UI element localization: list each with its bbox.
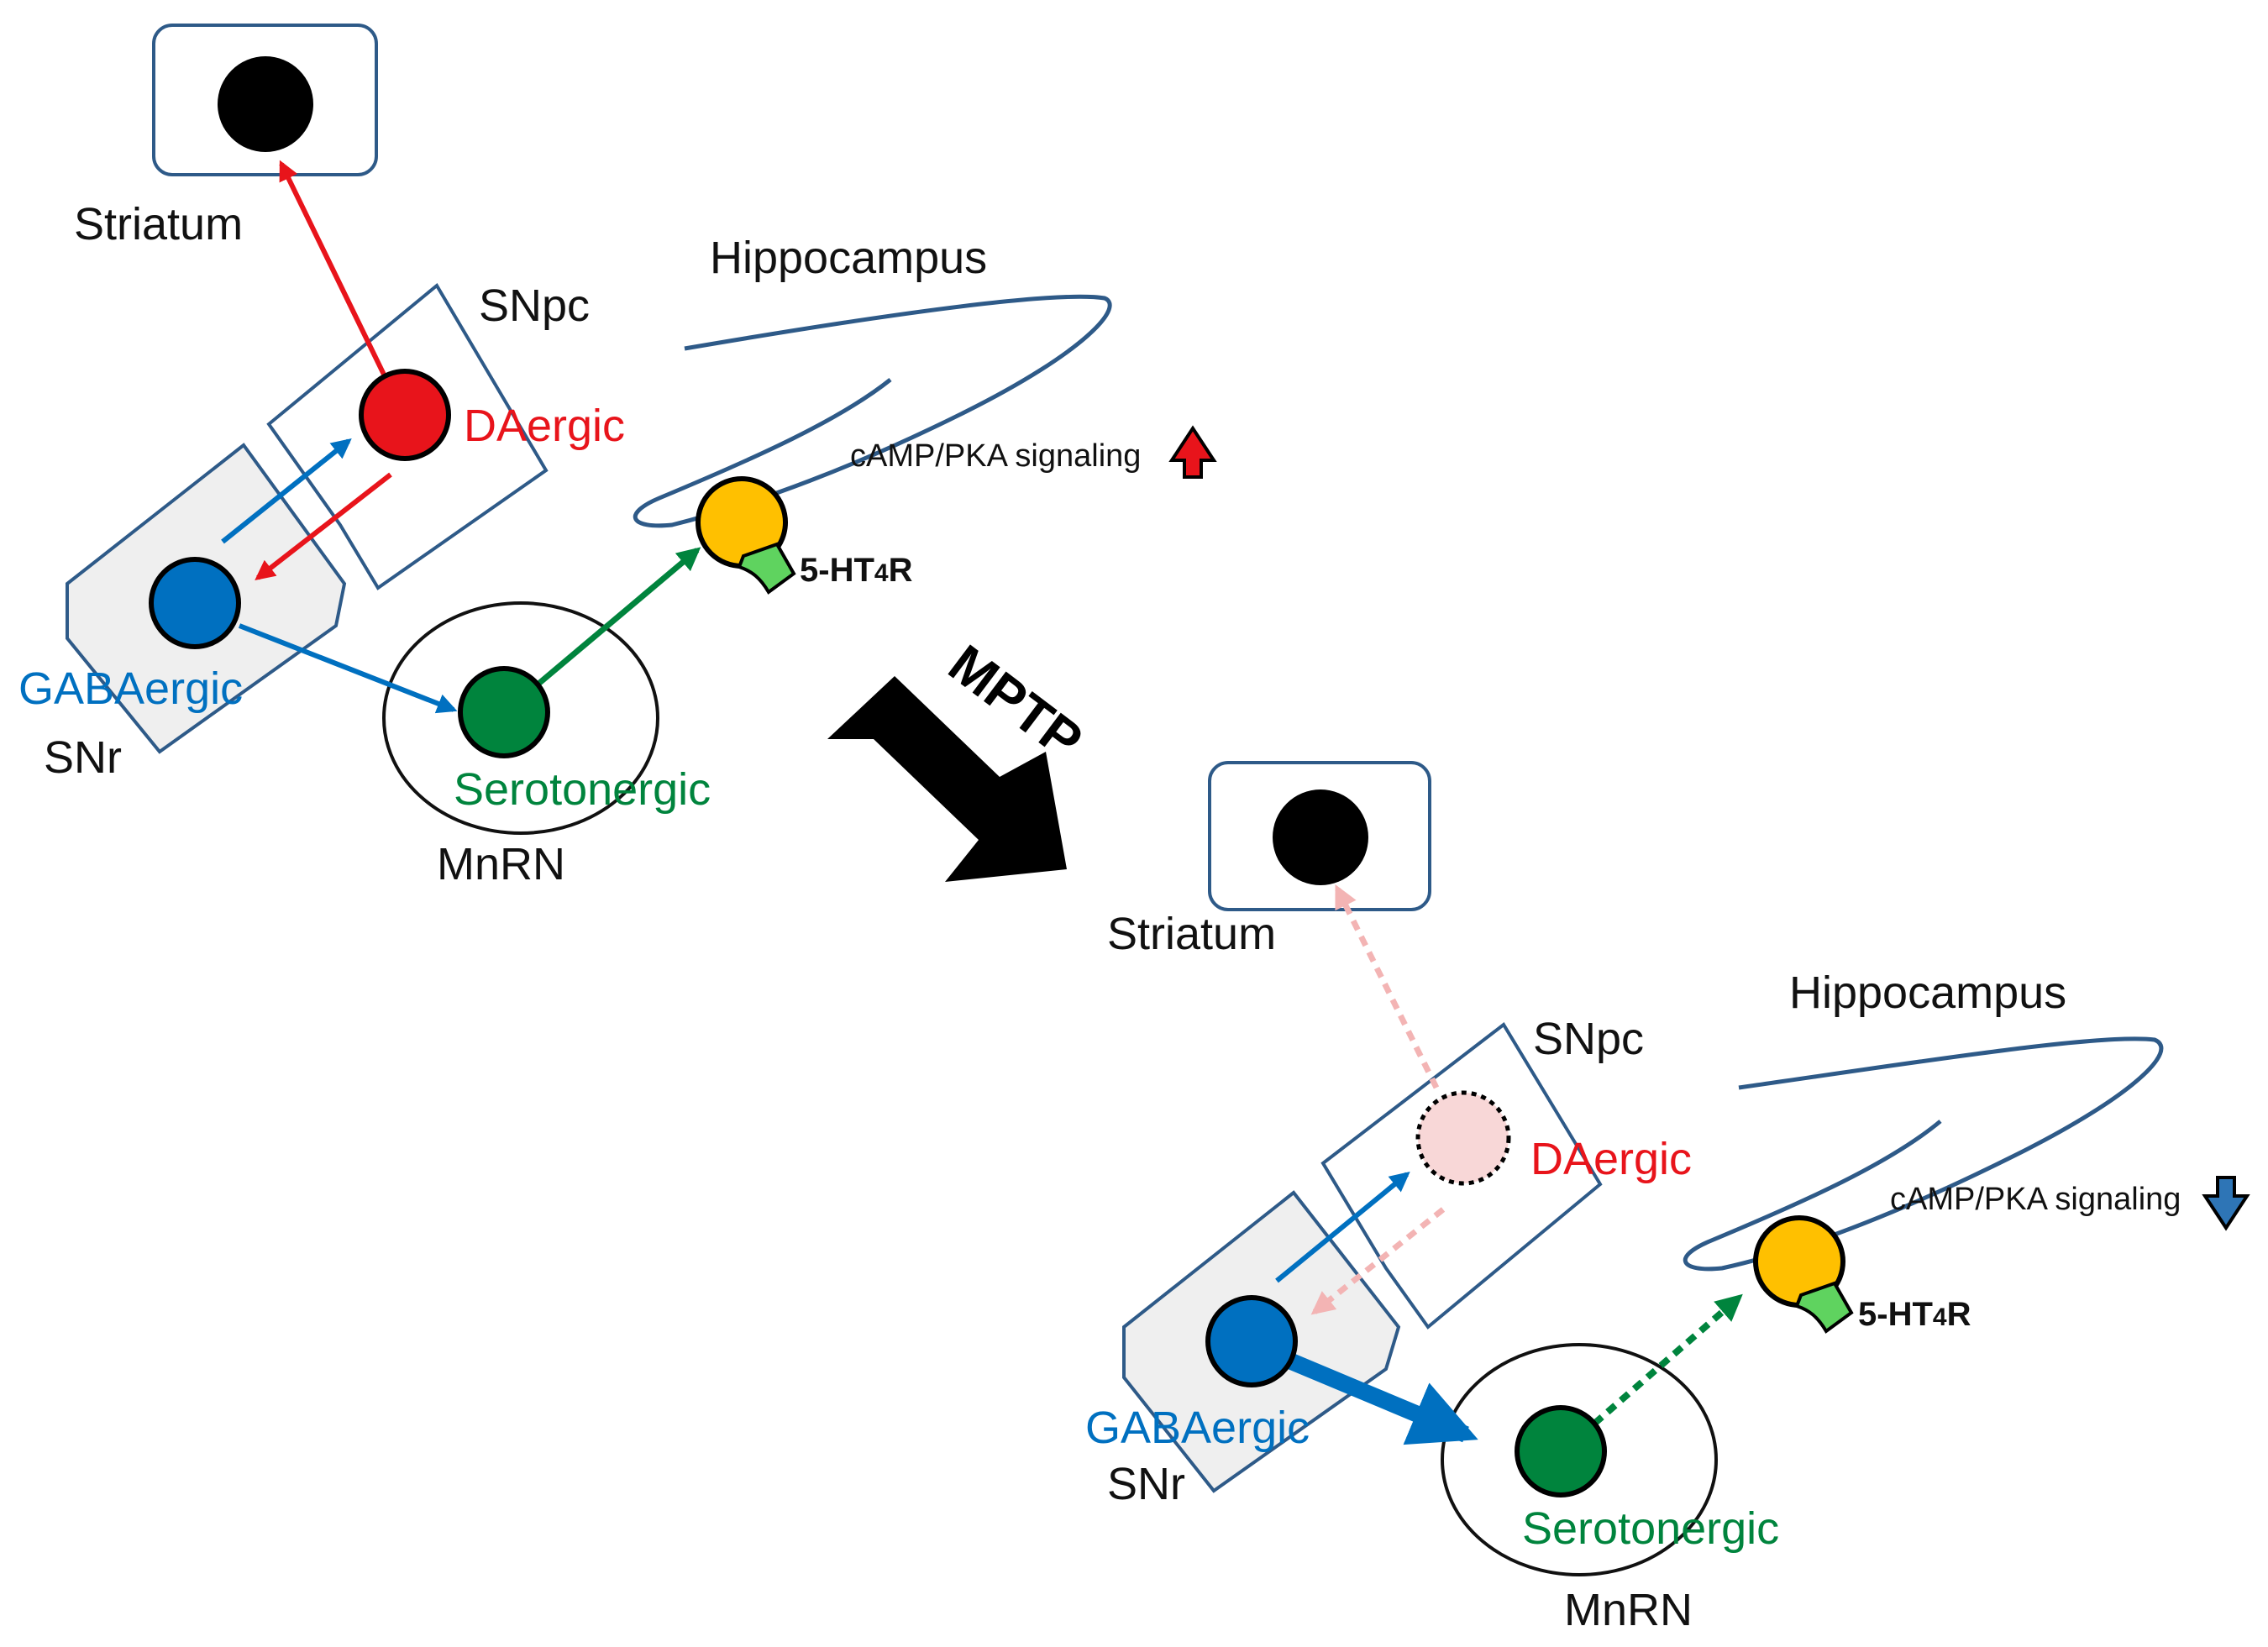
gabaergic-label: GABAergic [18, 664, 243, 714]
projection-da-to-striatum-lost [1334, 884, 1440, 1089]
gabaergic-neuron [1205, 1295, 1298, 1387]
signaling-label: cAMP/PKA signaling [1890, 1182, 2181, 1217]
mnrn-nucleus [1441, 1343, 1718, 1576]
striatum-neuron [1273, 789, 1368, 885]
hippocampus-outline [633, 294, 1112, 528]
snpc-label: SNpc [1533, 1014, 1644, 1064]
striatum-label: Striatum [1107, 909, 1276, 959]
arrow-up-icon [1168, 425, 1217, 479]
projection-serotonergic-to-hippocampus [535, 547, 701, 687]
projection-da-to-striatum [279, 160, 387, 378]
daergic-label: DAergic [1530, 1134, 1692, 1184]
serotonergic-neuron [1515, 1405, 1607, 1498]
projection-gaba-to-da [221, 438, 352, 544]
mptp-arrow [827, 676, 1067, 882]
signaling-label: cAMP/PKA signaling [850, 438, 1141, 474]
hippocampus-label: Hippocampus [1789, 968, 2066, 1018]
receptor-icon [737, 542, 796, 595]
daergic-neuron-lost [1415, 1090, 1511, 1186]
mnrn-nucleus [382, 601, 659, 835]
receptor-label: 5-HT4R [800, 552, 913, 589]
projection-serotonergic-to-hippocampus-reduced [1592, 1293, 1743, 1427]
receptor-subscript: 4 [874, 559, 889, 587]
projection-gaba-to-serotonergic [238, 623, 458, 714]
panel-before: Striatum SNpc SNr Hippocampus MnRN DAerg… [18, 24, 1217, 889]
gabaergic-label: GABAergic [1085, 1403, 1310, 1453]
serotonergic-label: Serotonergic [1522, 1503, 1779, 1554]
hippocampus-label: Hippocampus [710, 233, 987, 283]
striatum-label: Striatum [74, 199, 243, 249]
projection-da-to-gaba [255, 472, 392, 580]
daergic-label: DAergic [464, 401, 625, 451]
projection-da-to-gaba-lost [1310, 1207, 1446, 1315]
mptp-transition: MPTP [827, 633, 1094, 882]
receptor-icon [1794, 1281, 1854, 1334]
projection-gaba-to-serotonergic-strong [1286, 1352, 1478, 1445]
mnrn-label: MnRN [437, 839, 565, 889]
snr-label: SNr [1107, 1459, 1185, 1509]
projection-gaba-to-da [1275, 1171, 1410, 1283]
serotonergic-neuron [458, 666, 550, 758]
striatum-neuron [218, 56, 313, 152]
hippocampus-outline [1683, 1036, 2164, 1272]
daergic-neuron [359, 369, 451, 461]
receptor-label: 5-HT4R [1858, 1296, 1971, 1333]
panel-after: Striatum SNpc SNr Hippocampus MnRN DAerg… [1085, 761, 2250, 1635]
mnrn-label: MnRN [1564, 1585, 1693, 1635]
receptor-subscript: 4 [1933, 1303, 1947, 1331]
arrow-down-icon [2202, 1176, 2250, 1231]
snr-label: SNr [44, 732, 122, 783]
gabaergic-neuron [149, 557, 241, 649]
snpc-label: SNpc [479, 281, 590, 331]
serotonergic-label: Serotonergic [454, 764, 711, 815]
